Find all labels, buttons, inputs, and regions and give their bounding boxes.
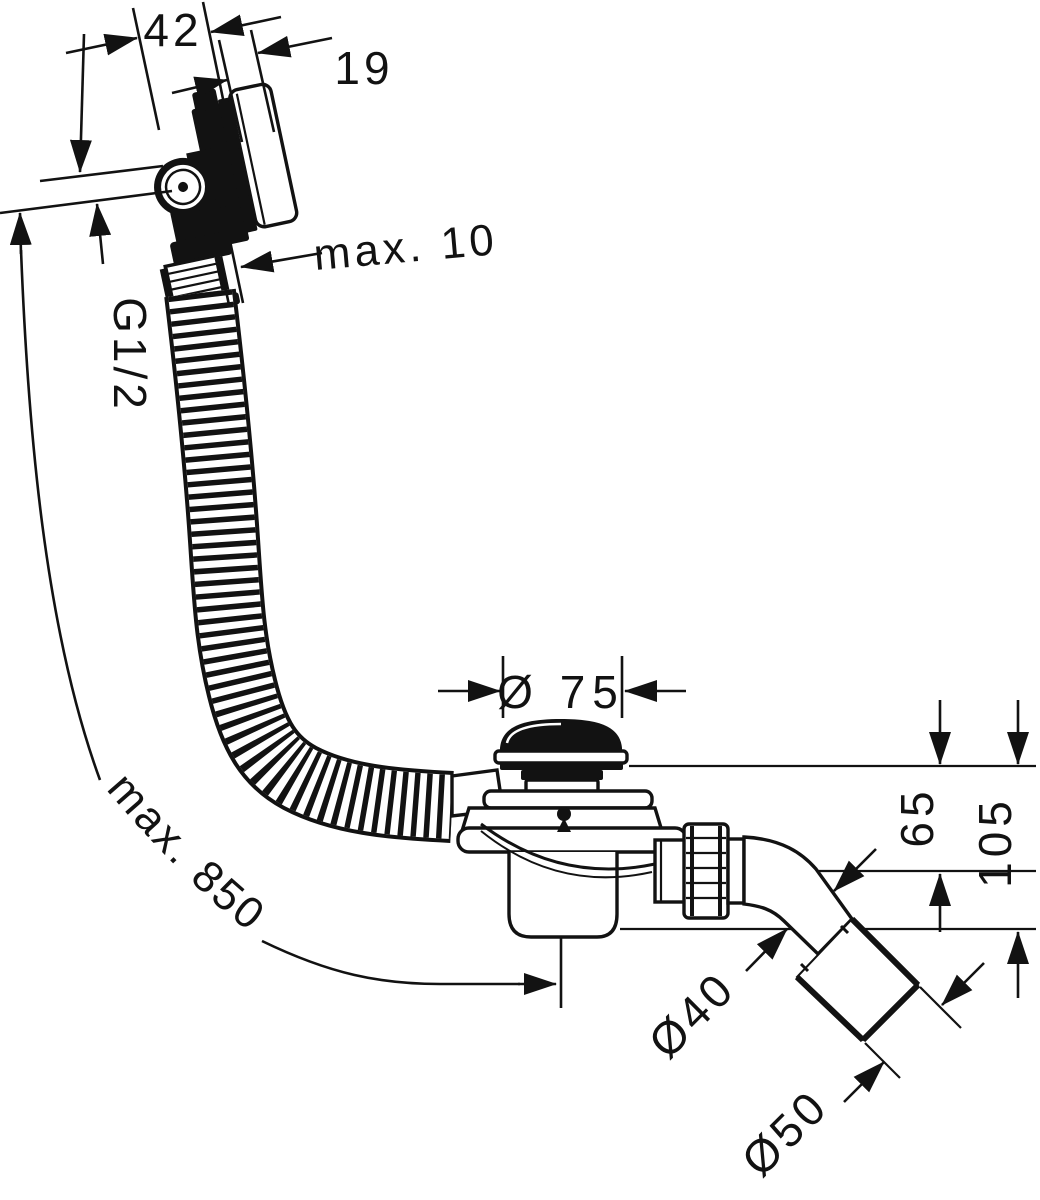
waste-plug — [493, 719, 629, 794]
waste-seal-flange — [482, 789, 654, 810]
dim-escutcheon-depth: 19 — [171, 29, 393, 143]
dim-105-label: 105 — [969, 796, 1021, 888]
dim-19-label: 19 — [334, 42, 393, 94]
dim-d50-label: Ø50 — [731, 1079, 838, 1186]
dim-plug-diameter: Ø 75 — [438, 656, 686, 718]
trap-cup — [507, 852, 619, 939]
dim-trap-depth: 105 — [969, 700, 1029, 998]
dim-d75-label: Ø 75 — [497, 666, 625, 718]
waste-assembly — [450, 719, 962, 1079]
dim-g12-label: G1/2 — [104, 297, 156, 413]
dim-65-label: 65 — [891, 786, 943, 847]
dim-wall-gap: max. 10 — [214, 215, 500, 306]
dim-outlet-height: 65 — [891, 700, 951, 932]
outlet-stub — [653, 838, 689, 904]
dim-thread: G1/2 — [0, 33, 173, 413]
overflow-unit — [154, 82, 299, 319]
dim-max850-label: max. 850 — [98, 764, 272, 942]
sleeve-end-extension — [864, 1042, 901, 1079]
dim-42-label: 42 — [143, 4, 202, 56]
outlet-sleeve — [794, 916, 921, 1043]
dim-hose-length: max. 850 — [9, 212, 563, 1008]
overflow-knob-icon — [154, 157, 213, 216]
dim-d40-label: Ø40 — [638, 961, 745, 1068]
svg-text:max. 850: max. 850 — [98, 764, 275, 942]
locknut — [682, 822, 730, 920]
corrugated-hose — [164, 288, 454, 843]
keyhole-mark-icon — [557, 807, 571, 832]
dim-overflow-width: 42 — [65, 1, 282, 131]
dim-max10-label: max. 10 — [312, 215, 500, 280]
overflow-escutcheon — [228, 82, 299, 229]
sleeve-edge-extension — [919, 986, 962, 1029]
